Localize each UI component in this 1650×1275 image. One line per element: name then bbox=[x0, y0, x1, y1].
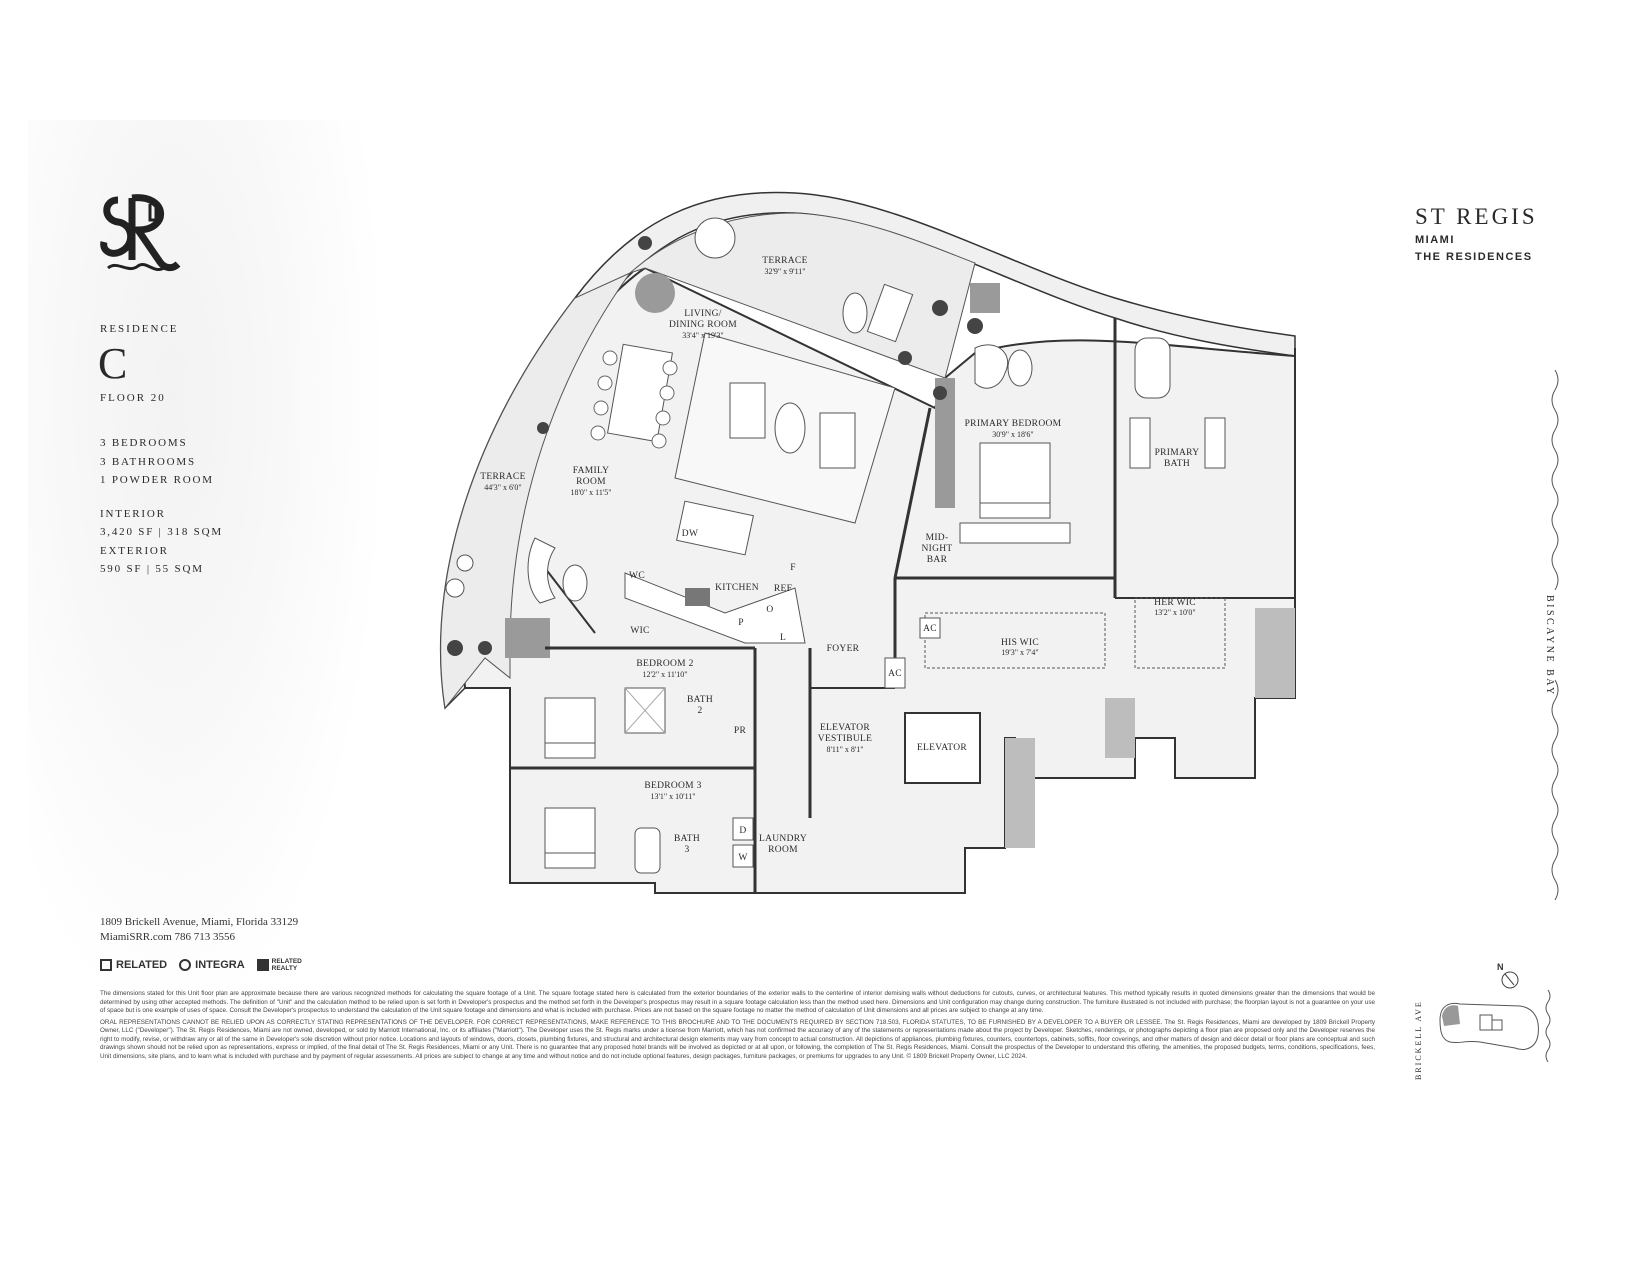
brickell-ave-label: BRICKELL AVE bbox=[1414, 1000, 1423, 1080]
website-phone: MiamiSRR.com 786 713 3556 bbox=[100, 931, 236, 943]
primary-bed-dim: 30'9" x 18'6" bbox=[992, 430, 1033, 439]
primary-bath-name-1: PRIMARY bbox=[1155, 448, 1200, 458]
powder-room-label: PR bbox=[734, 726, 747, 736]
water-wave-line bbox=[1551, 370, 1559, 901]
bath2-name-2: 2 bbox=[697, 706, 702, 716]
legal-disclaimer: The dimensions stated for this Unit floo… bbox=[100, 990, 1375, 1064]
bathrooms-count: 3 BATHROOMS bbox=[100, 455, 196, 468]
elevator-vestibule-dim: 8'11" x 8'1" bbox=[826, 745, 863, 754]
primary-bed-name: PRIMARY BEDROOM bbox=[965, 419, 1062, 429]
north-arrow-label: N bbox=[1497, 962, 1504, 972]
unit-specs: 3 BEDROOMS 3 BATHROOMS 1 POWDER ROOM INT… bbox=[100, 434, 223, 579]
midnight-name-3: BAR bbox=[927, 555, 948, 565]
foyer-label: FOYER bbox=[827, 644, 860, 654]
terrace-left-name: TERRACE bbox=[480, 472, 525, 482]
pantry-label: P bbox=[738, 618, 744, 628]
cooktop bbox=[685, 588, 710, 606]
her-wic-dim: 13'2" x 10'0" bbox=[1154, 608, 1195, 617]
unit-highlight bbox=[1442, 1005, 1460, 1026]
bedroom3-dim: 13'1" x 10'11" bbox=[650, 792, 695, 801]
terrace-top-dim: 32'9" x 9'11" bbox=[764, 267, 805, 276]
ac-label-2: AC bbox=[888, 669, 902, 679]
washer-label: W bbox=[738, 853, 747, 863]
integra-logo: INTEGRA bbox=[179, 959, 245, 971]
brand-name: ST REGIS bbox=[1415, 204, 1538, 229]
bath2-name-1: BATH bbox=[687, 695, 713, 705]
brand-residences: THE RESIDENCES bbox=[1415, 251, 1533, 263]
ac-label-1: AC bbox=[923, 624, 937, 634]
bath3-name-1: BATH bbox=[674, 834, 700, 844]
midnight-name-1: MID- bbox=[926, 533, 949, 543]
family-dim: 18'0" x 11'5" bbox=[570, 488, 611, 497]
his-wic-dim: 19'3" x 7'4" bbox=[1001, 648, 1038, 657]
street-address: 1809 Brickell Avenue, Miami, Florida 331… bbox=[100, 916, 299, 928]
residence-label: RESIDENCE bbox=[100, 323, 179, 335]
related-logo: RELATED bbox=[100, 959, 167, 971]
elevator-vestibule-name-1: ELEVATOR bbox=[820, 723, 870, 733]
powder-room-count: 1 POWDER ROOM bbox=[100, 474, 214, 486]
bedroom2-dim: 12'2" x 11'10" bbox=[642, 670, 687, 679]
wc-label: WC bbox=[629, 571, 645, 581]
brand-block: ST REGIS MIAMI THE RESIDENCES bbox=[1415, 204, 1538, 263]
contact-block: 1809 Brickell Avenue, Miami, Florida 331… bbox=[100, 915, 298, 945]
bedroom3-name: BEDROOM 3 bbox=[644, 781, 701, 791]
key-plan: N bbox=[1439, 962, 1551, 1063]
his-wic-name: HIS WIC bbox=[1001, 638, 1039, 648]
left-terrace-floor bbox=[440, 271, 632, 710]
floor-plan: TERRACE 32'9" x 9'11" LIVING/ DINING ROO… bbox=[439, 191, 1296, 894]
terrace-top-name: TERRACE bbox=[762, 256, 807, 266]
exterior-area: 590 SF | 55 SQM bbox=[100, 563, 204, 575]
brand-city: MIAMI bbox=[1415, 234, 1455, 246]
bath3-name-2: 3 bbox=[684, 845, 689, 855]
related-icon bbox=[100, 959, 112, 971]
interior-area: 3,420 SF | 318 SQM bbox=[100, 526, 223, 538]
interior-label: INTERIOR bbox=[100, 507, 166, 520]
palm-leaf-shadow bbox=[28, 120, 388, 1040]
exterior-label: EXTERIOR bbox=[100, 544, 169, 557]
wic-label: WIC bbox=[630, 626, 649, 636]
midnight-name-2: NIGHT bbox=[921, 544, 952, 554]
refrigerator-label: REF bbox=[774, 584, 792, 594]
living-dim: 33'4" x 19'3" bbox=[682, 331, 723, 340]
family-name-1: FAMILY bbox=[573, 466, 610, 476]
laundry-name-1: LAUNDRY bbox=[759, 834, 807, 844]
dryer-label: D bbox=[739, 826, 746, 836]
bedroom2-name: BEDROOM 2 bbox=[636, 659, 693, 669]
disclaimer-paragraph-1: The dimensions stated for this Unit floo… bbox=[100, 990, 1375, 1014]
dishwasher-label: DW bbox=[682, 529, 698, 539]
floor-label: FLOOR 20 bbox=[100, 392, 166, 404]
biscayne-bay-label: BISCAYNE BAY bbox=[1544, 595, 1555, 697]
living-name-1: LIVING/ bbox=[684, 309, 722, 319]
family-name-2: ROOM bbox=[576, 477, 606, 487]
related-realty-icon bbox=[256, 959, 269, 971]
oven-label: O bbox=[766, 605, 773, 615]
living-name-2: DINING ROOM bbox=[669, 320, 737, 330]
primary-bath-name-2: BATH bbox=[1164, 459, 1190, 469]
elevator-label: ELEVATOR bbox=[917, 743, 967, 753]
kitchen-name: KITCHEN bbox=[715, 583, 759, 593]
residence-letter: C bbox=[98, 339, 128, 388]
elevator-vestibule-name-2: VESTIBULE bbox=[818, 734, 872, 744]
freezer-label: F bbox=[790, 563, 796, 573]
l-label: L bbox=[780, 633, 786, 643]
terrace-left-dim: 44'3" x 6'0" bbox=[484, 483, 521, 492]
bedrooms-count: 3 BEDROOMS bbox=[100, 437, 188, 449]
integra-icon bbox=[179, 959, 192, 971]
st-regis-monogram-logo bbox=[100, 194, 181, 272]
her-wic-name: HER WIC bbox=[1154, 598, 1196, 608]
laundry-name-2: ROOM bbox=[768, 845, 798, 855]
disclaimer-paragraph-2: ORAL REPRESENTATIONS CANNOT BE RELIED UP… bbox=[100, 1018, 1375, 1060]
